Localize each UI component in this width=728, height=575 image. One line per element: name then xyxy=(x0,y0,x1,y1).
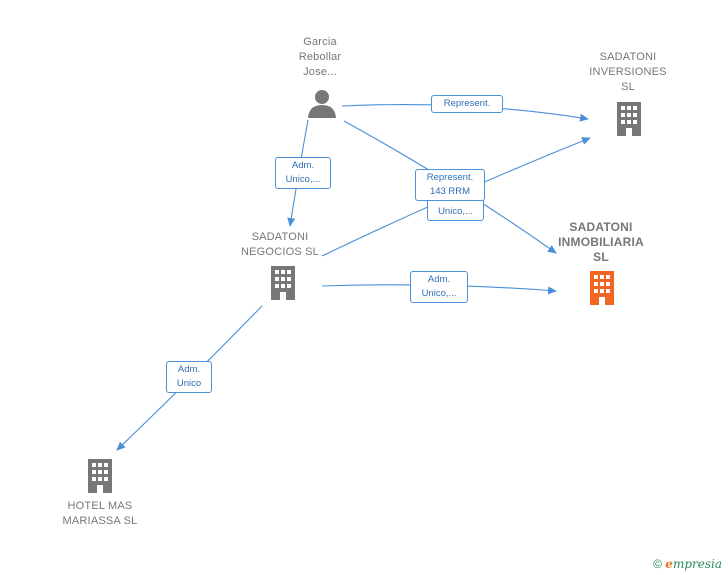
person-icon[interactable] xyxy=(306,88,338,120)
node-label-sadatoni-inmobiliaria: SADATONI INMOBILIARIA SL xyxy=(558,220,644,264)
footer-brand[interactable]: © empresia xyxy=(653,557,722,571)
edge-label-negocios-inmobiliaria[interactable]: Adm. Unico,... xyxy=(410,271,468,303)
building-icon[interactable] xyxy=(587,271,617,305)
building-icon[interactable] xyxy=(85,459,115,493)
node-label-garcia: Garcia Rebollar Jose... xyxy=(298,36,342,78)
edge-label-negocios-inversiones[interactable]: Represent. 143 RRM xyxy=(415,169,485,201)
brand-logo-e: e xyxy=(665,557,673,571)
copyright-symbol: © xyxy=(653,557,662,571)
node-label-hotel-mas: HOTEL MAS MARIASSA SL xyxy=(62,500,138,527)
node-label-sadatoni-inversiones: SADATONI INVERSIONES SL xyxy=(589,51,667,93)
building-icon[interactable] xyxy=(268,266,298,300)
node-label-sadatoni-negocios: SADATONI NEGOCIOS SL xyxy=(241,231,319,258)
edge-label-garcia-negocios[interactable]: Adm. Unico,... xyxy=(275,157,331,189)
edge-label-negocios-hotel[interactable]: Adm. Unico xyxy=(166,361,212,393)
building-icon[interactable] xyxy=(614,102,644,136)
edge-label-garcia-inversiones[interactable]: Represent. xyxy=(431,95,503,113)
brand-name: mpresia xyxy=(672,557,722,571)
